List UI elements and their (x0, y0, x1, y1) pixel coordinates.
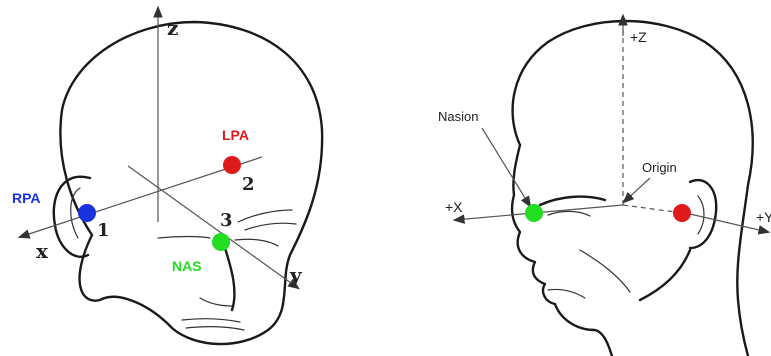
left-z-axis-label: z (167, 16, 178, 40)
left-nostril (200, 298, 232, 306)
right-jaw (640, 250, 690, 300)
lpa-label: LPA (222, 127, 249, 143)
right-ear-inner (698, 196, 704, 234)
right-ear-marker (673, 204, 691, 222)
left-mouth-2 (186, 327, 244, 330)
right-x-axis-label: +X (445, 199, 463, 215)
origin-label: Origin (642, 160, 677, 175)
origin-pointer (624, 178, 650, 202)
left-y-axis-label: y (289, 263, 303, 287)
right-ear (690, 180, 716, 248)
left-eye-2 (235, 239, 278, 246)
left-head-outline (60, 22, 322, 344)
left-y-axis (128, 166, 298, 288)
rpa-marker (78, 204, 96, 222)
left-mouth-1 (182, 319, 240, 322)
rpa-number: 1 (97, 220, 110, 241)
nas-number: 3 (220, 210, 233, 231)
left-nose (225, 248, 234, 310)
rpa-label: RPA (12, 190, 41, 206)
left-head-diagram: z x y RPA LPA NAS 1 2 3 (12, 8, 322, 344)
right-mouth (548, 289, 585, 298)
left-brow-2 (245, 223, 296, 230)
nasion-label: Nasion (438, 109, 478, 124)
right-y-axis-label: +Y (756, 209, 771, 225)
lpa-marker (223, 156, 241, 174)
left-brow-1 (238, 210, 292, 222)
nas-label: NAS (172, 258, 202, 274)
nas-marker (212, 233, 230, 251)
right-cheek (580, 250, 630, 292)
nasion-pointer (482, 128, 530, 206)
right-face-profile (512, 145, 612, 356)
right-head-diagram: +Z +X +Y Nasion Origin (438, 16, 771, 356)
right-head-outline (513, 21, 753, 356)
right-eye (548, 211, 590, 216)
left-eye-1 (158, 237, 210, 239)
lpa-number: 2 (242, 174, 255, 195)
right-z-axis-label: +Z (630, 29, 647, 45)
left-x-axis-label: x (36, 239, 49, 263)
right-nasion-marker (525, 204, 543, 222)
right-brow (540, 197, 605, 205)
